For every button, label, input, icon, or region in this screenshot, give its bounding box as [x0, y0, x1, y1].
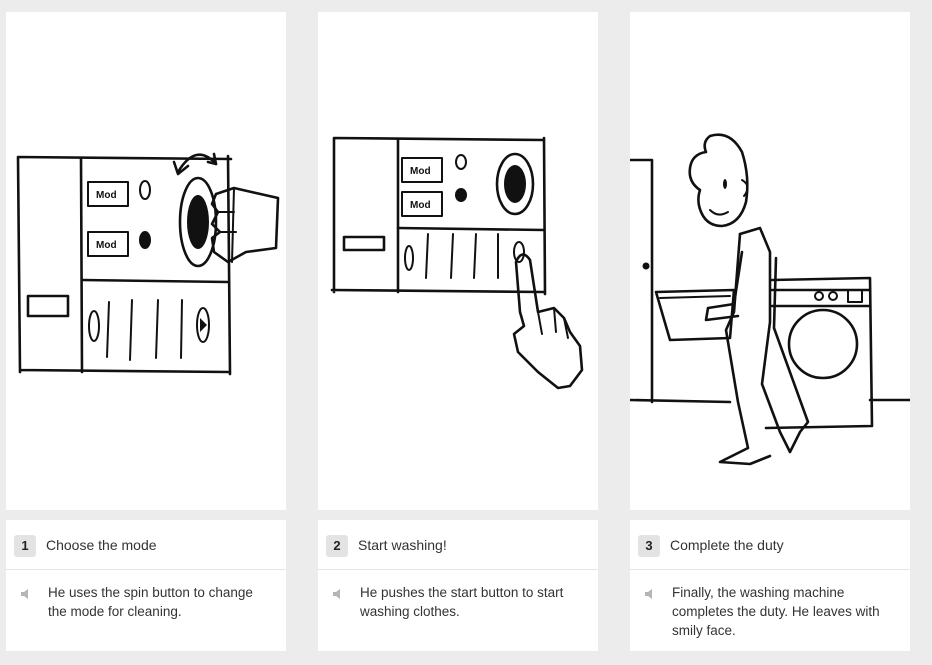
panel-3-caption: 3 Complete the duty Finally, the washing…	[630, 520, 910, 651]
mod-label-1: Mod	[96, 190, 117, 201]
step-title: Start washing!	[358, 536, 447, 553]
step-description: Finally, the washing machine completes t…	[672, 585, 880, 638]
mod-label-2: Mod	[96, 240, 117, 251]
panel-1-illustration: Mod Mod	[6, 12, 286, 510]
panel-1-caption: 1 Choose the mode He uses the spin butto…	[6, 520, 286, 651]
step-number-badge: 2	[326, 534, 348, 557]
panel-1-header: 1 Choose the mode	[6, 520, 286, 570]
step-description: He pushes the start button to start wash…	[360, 585, 564, 619]
mod-label-4: Mod	[410, 200, 431, 211]
speaker-icon[interactable]	[644, 588, 656, 600]
speaker-icon[interactable]	[332, 588, 344, 600]
panel-2-caption: 2 Start washing! He pushes the start but…	[318, 520, 598, 651]
panel-2-illustration: Mod Mod	[318, 12, 598, 510]
step-number-badge: 1	[14, 534, 36, 557]
step-description: He uses the spin button to change the mo…	[48, 585, 253, 619]
step-title: Complete the duty	[670, 536, 784, 553]
panel-2-header: 2 Start washing!	[318, 520, 598, 570]
panel-3-header: 3 Complete the duty	[630, 520, 910, 570]
washing-machine-start-sketch: Mod Mod	[330, 136, 584, 390]
step-title: Choose the mode	[46, 536, 157, 553]
mod-label-3: Mod	[410, 166, 431, 177]
panel-3-illustration	[630, 12, 910, 510]
speaker-icon[interactable]	[20, 588, 32, 600]
man-walking-with-basket-sketch	[630, 133, 910, 466]
washing-machine-spin-sketch: Mod Mod	[16, 152, 280, 376]
step-number-badge: 3	[638, 534, 660, 557]
